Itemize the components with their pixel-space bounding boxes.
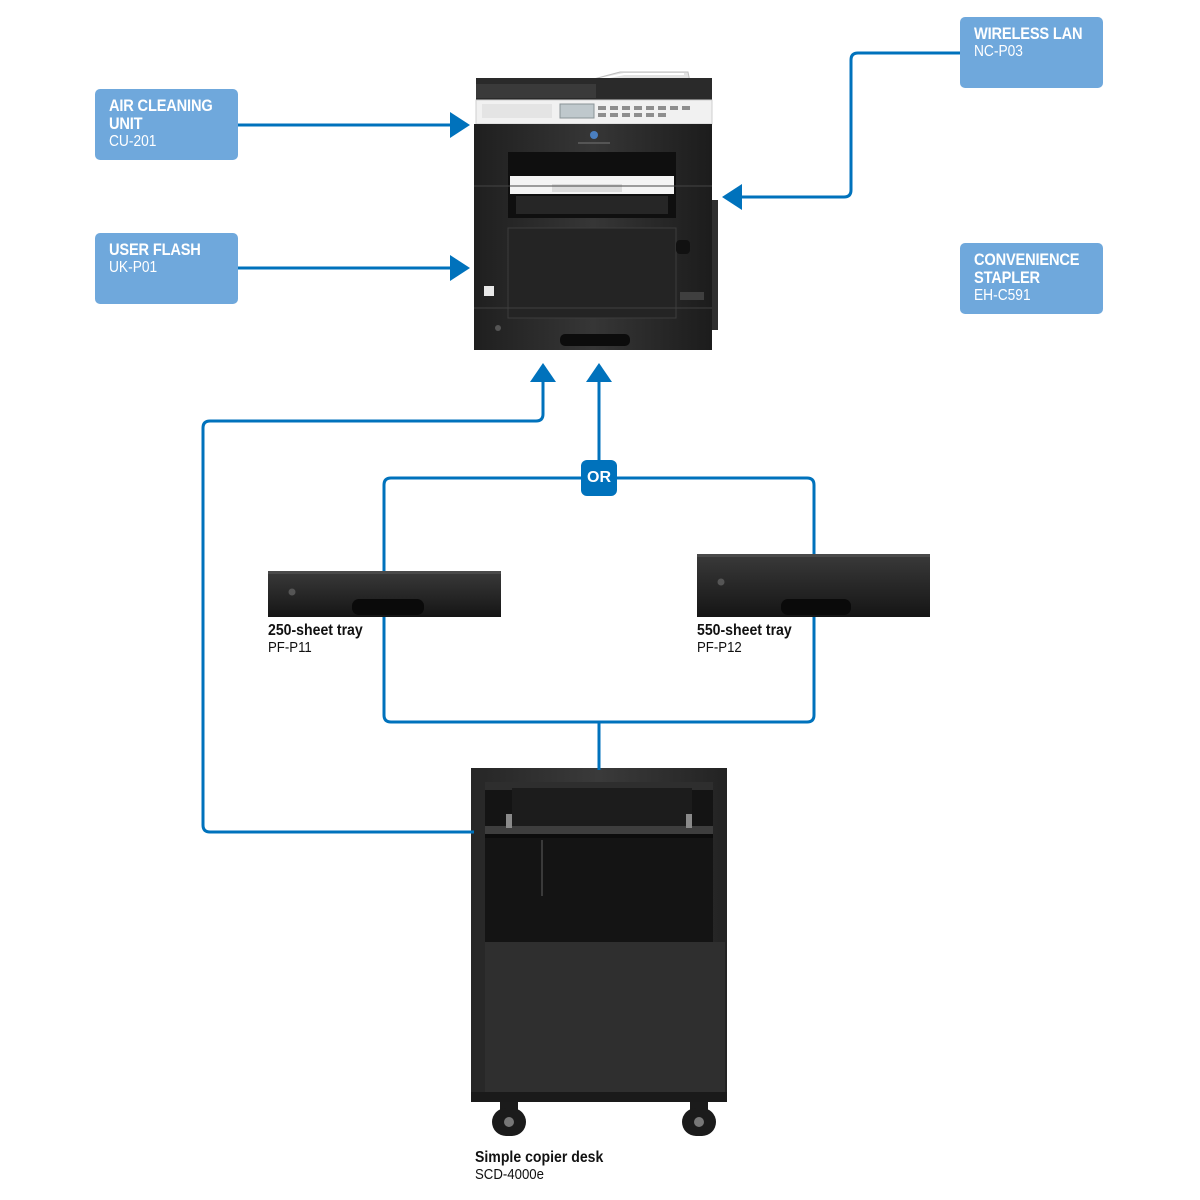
printer-image	[474, 71, 718, 350]
arrow-user-flash	[450, 255, 470, 281]
copier-desk-image	[471, 768, 727, 1136]
tray-250-caption: 250-sheet tray PF-P11	[268, 622, 376, 656]
tray-550-image	[697, 554, 930, 617]
arrow-air-cleaning	[450, 112, 470, 138]
connector-wireless-lan	[740, 51, 960, 199]
desk-caption: Simple copier desk SCD-4000e	[475, 1149, 621, 1183]
option-title: AIR CLEANING UNIT	[109, 96, 213, 133]
option-convenience-stapler[interactable]: CONVENIENCE STAPLER EH-C591	[960, 243, 1103, 314]
option-title: USER FLASH	[109, 240, 201, 259]
option-code: EH-C591	[974, 287, 1031, 304]
option-wireless-lan[interactable]: WIRELESS LAN NC-P03	[960, 17, 1103, 88]
caption-code: PF-P12	[697, 639, 742, 656]
option-code: NC-P03	[974, 43, 1023, 60]
tray-250-image	[268, 571, 501, 617]
arrow-wireless-lan	[722, 184, 742, 210]
connector-desk-to-printer	[201, 380, 545, 834]
option-title: CONVENIENCE STAPLER	[974, 250, 1080, 287]
option-code: UK-P01	[109, 259, 158, 276]
tray-550-caption: 550-sheet tray PF-P12	[697, 622, 805, 656]
arrow-trays-to-printer	[586, 363, 612, 382]
option-code: CU-201	[109, 133, 157, 150]
caption-title: 550-sheet tray	[697, 622, 792, 639]
option-title: WIRELESS LAN	[974, 24, 1083, 43]
caption-code: PF-P11	[268, 639, 312, 656]
caption-title: Simple copier desk	[475, 1149, 604, 1166]
option-air-cleaning-unit[interactable]: AIR CLEANING UNIT CU-201	[95, 89, 238, 160]
or-badge: OR	[581, 460, 617, 496]
arrow-desk-to-printer	[530, 363, 556, 382]
caption-title: 250-sheet tray	[268, 622, 363, 639]
option-user-flash[interactable]: USER FLASH UK-P01	[95, 233, 238, 304]
caption-code: SCD-4000e	[475, 1166, 544, 1183]
